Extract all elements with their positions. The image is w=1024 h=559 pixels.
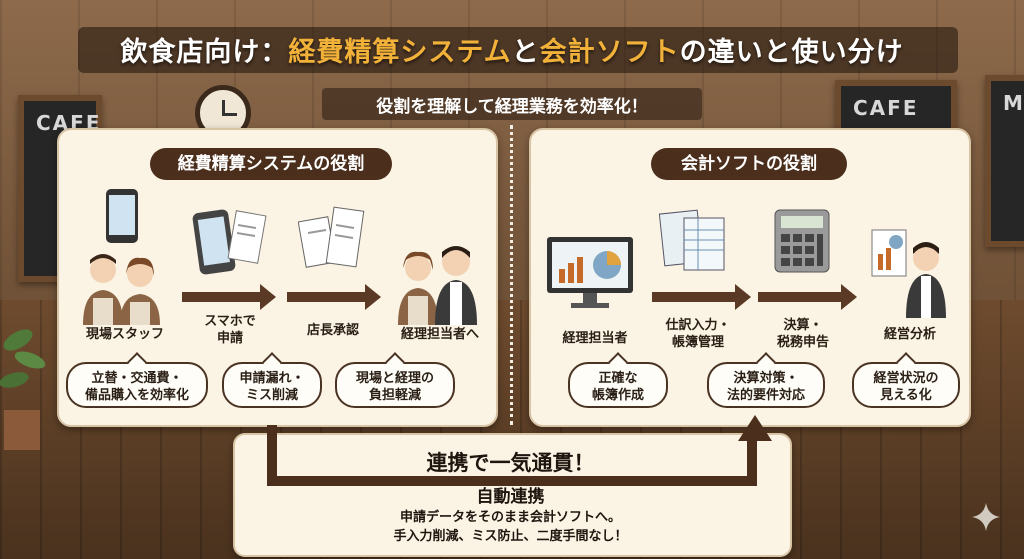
auto-integration-label: 自動連携 (476, 487, 545, 507)
accountant-staff-icon (398, 246, 477, 325)
manager-with-chart-icon (871, 229, 946, 318)
receipts-icon (298, 206, 365, 268)
integration-headline: 連携で一気通貫！ (426, 451, 595, 475)
arrow-to-approval-step (287, 284, 381, 310)
field-staff-icon (83, 254, 160, 325)
step-management-analysis-label: 経営分析 (883, 327, 936, 342)
page-title: 飲食店向け：経費精算システムと会計ソフトの違いと使い分け (120, 37, 904, 68)
step-field-staff-label: 現場スタッフ (85, 327, 164, 342)
arrow-to-smartphone-step (182, 284, 276, 310)
potted-plant-icon (0, 329, 46, 450)
sparkle-icon (972, 503, 1000, 531)
flow-arrowhead-icon (738, 415, 772, 441)
flow-line-across (267, 476, 757, 486)
flow-line-down (267, 425, 277, 485)
step-journal-entry-label: 仕訳入力・ 帳簿管理 (665, 318, 731, 350)
smartphone-icon (106, 189, 138, 243)
title-background (78, 27, 958, 73)
benefit-bubble-accurate-books: 正確な 帳簿作成 (568, 362, 668, 408)
computer-chart-icon (547, 237, 633, 308)
benefit-bubble-visualization: 経営状況の 見える化 (852, 362, 960, 408)
benefit-bubble-efficiency: 立替・交通費・ 備品購入を効率化 (66, 362, 208, 408)
calculator-icon (774, 209, 830, 273)
benefit-bubble-closing-compliance: 決算対策・ 法的要件対応 (707, 362, 825, 408)
integration-description-line1: 申請データをそのまま会計ソフトへ。 (399, 510, 621, 525)
benefit-bubble-burden-reduction: 現場と経理の 負担軽減 (335, 362, 455, 408)
arrow-to-journal-step (652, 284, 751, 310)
menu-chalkboard-far-right: M (985, 75, 1024, 247)
benefit-bubble-error-reduction: 申請漏れ・ ミス削減 (222, 362, 322, 408)
step-tax-filing-label: 決算・ 税務申告 (776, 318, 829, 350)
ledger-sheets-icon (658, 209, 725, 271)
page-subtitle: 役割を理解して経理業務を効率化！ (376, 97, 648, 117)
integration-box (233, 433, 792, 557)
step-to-accountant-label: 経理担当者へ (400, 327, 479, 342)
arrow-to-analysis-step (758, 284, 857, 310)
step-manager-approval-label: 店長承認 (306, 323, 359, 338)
subtitle-background (322, 88, 702, 120)
panel-divider (510, 125, 513, 425)
accounting-software-heading: 会計ソフトの役割 (651, 148, 847, 180)
step-accountant-label: 経理担当者 (562, 331, 628, 346)
phone-receipt-icon (192, 209, 267, 275)
flow-line-up (747, 438, 757, 486)
integration-description-line2: 手入力削減、ミス防止、二度手間なし！ (393, 529, 628, 544)
expense-system-heading: 経費精算システムの役割 (150, 148, 392, 180)
step-smartphone-apply-label: スマホで 申請 (204, 314, 256, 346)
